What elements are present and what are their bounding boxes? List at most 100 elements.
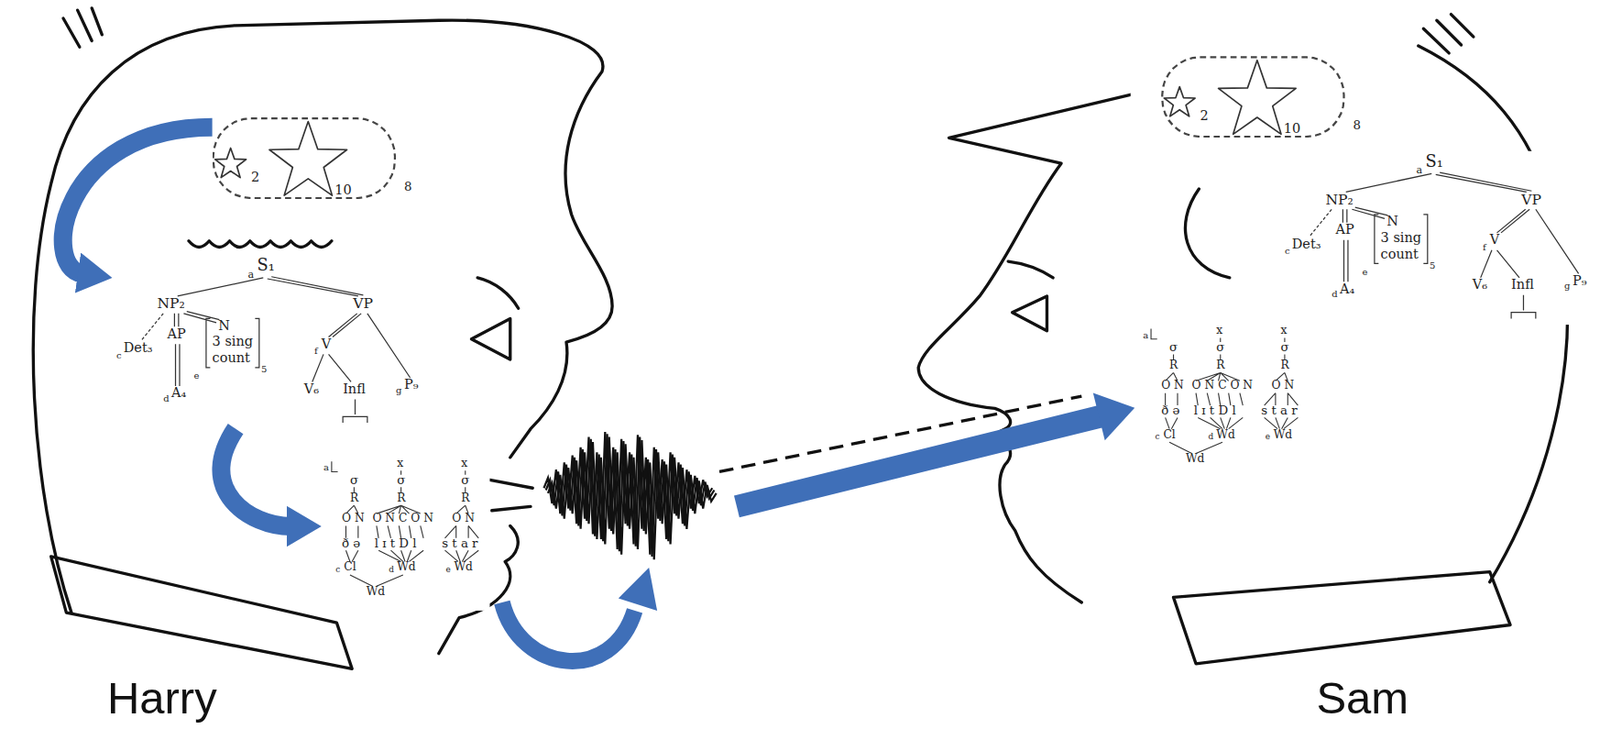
phonology-symbol: Cl bbox=[1162, 428, 1175, 440]
phonology-symbol: c bbox=[1155, 432, 1161, 441]
phonology-symbol: O N C O N bbox=[372, 512, 433, 524]
tree-label: e bbox=[194, 371, 200, 381]
phonology-symbol: R bbox=[460, 492, 470, 504]
tree-label: Infl bbox=[1511, 277, 1535, 291]
transmit-arrow bbox=[736, 416, 1103, 507]
tree-label: d bbox=[1331, 289, 1337, 299]
flow-arrow bbox=[63, 127, 213, 274]
phonology-symbol: σ bbox=[396, 473, 406, 486]
phonology-symbol: ð ə bbox=[1161, 404, 1180, 417]
sam-eyebrow bbox=[1008, 261, 1053, 278]
phonology-symbol: x bbox=[1280, 324, 1287, 336]
tree-label: f bbox=[314, 347, 318, 357]
sam-ear bbox=[1184, 188, 1229, 278]
tree-label: count bbox=[212, 350, 251, 364]
person-name: Harry bbox=[107, 675, 218, 721]
star-symbols bbox=[215, 121, 348, 197]
harry-head-outline bbox=[32, 20, 613, 613]
speak-arrow-head bbox=[618, 567, 658, 611]
tree-label: NP₂ bbox=[156, 295, 185, 311]
harry-hair-tuft bbox=[63, 8, 102, 47]
tree-label: f bbox=[1482, 242, 1487, 253]
phonology-symbol: d bbox=[1207, 432, 1214, 441]
phonology-symbol: O N C O N bbox=[1192, 379, 1253, 391]
sam-face-outline bbox=[918, 91, 1143, 603]
harry-ear bbox=[188, 241, 332, 248]
tree-label: 3 sing bbox=[212, 334, 253, 348]
index-number: 2 bbox=[1199, 109, 1208, 122]
phonology-symbol: l ɪ t D l bbox=[374, 536, 417, 549]
tree-label: AP bbox=[167, 326, 187, 340]
speak-arrow bbox=[502, 602, 636, 661]
phonology-symbol: x bbox=[460, 457, 468, 469]
phonology-symbol: R bbox=[396, 492, 406, 504]
index-number: 8 bbox=[404, 180, 413, 193]
tree-label: 5 bbox=[261, 365, 267, 375]
phonology-panel: axxσσσRRRO NO N C O NO Nð əl ɪ t D ls t … bbox=[1140, 324, 1310, 478]
syntax-tree-panel: aS₁NP₂VPcDet₃APdA₄eN3 singcount5fVV₆Infl… bbox=[111, 254, 428, 428]
phonology-symbol: s t a r bbox=[1260, 404, 1297, 417]
phonology-symbol: R bbox=[1216, 359, 1225, 371]
syntax-tree-lines bbox=[1309, 172, 1579, 318]
flow-arrow bbox=[220, 428, 291, 527]
phonology-symbol: e bbox=[446, 565, 451, 574]
tree-label: S₁ bbox=[1425, 153, 1444, 170]
star-symbols bbox=[1163, 60, 1296, 135]
tree-label: g bbox=[395, 385, 402, 395]
tree-label: a bbox=[248, 269, 255, 280]
harry-lip bbox=[489, 479, 533, 510]
phonology-symbol: x bbox=[1216, 324, 1223, 336]
phonology-symbol: Wd bbox=[396, 560, 416, 572]
tree-label: d bbox=[163, 394, 169, 404]
phonology-symbol: σ bbox=[1169, 340, 1178, 353]
tree-label: Det₃ bbox=[1292, 236, 1322, 250]
phonology-panel: axxσσσRRRO NO N C O NO Nð əl ɪ t D ls t … bbox=[321, 457, 491, 611]
tree-label: e bbox=[1362, 267, 1369, 277]
phonology-symbol: Wd bbox=[454, 560, 473, 572]
harry-eyebrow bbox=[477, 277, 519, 308]
sound-path-dashed bbox=[719, 395, 1082, 472]
phonology-symbol: Wd bbox=[1273, 428, 1293, 440]
sound-wave-line bbox=[544, 431, 713, 555]
tree-label: V bbox=[321, 336, 331, 350]
phonology-symbol: ð ə bbox=[341, 536, 361, 549]
sam-collar bbox=[1173, 571, 1511, 664]
index-number: 2 bbox=[251, 170, 260, 184]
harry-eye bbox=[471, 317, 510, 360]
phonology-symbol: Wd bbox=[1185, 452, 1205, 464]
phonology-symbol: σ bbox=[1280, 340, 1289, 353]
tree-label: Infl bbox=[342, 381, 366, 395]
phonology-symbol: O N bbox=[1271, 379, 1294, 391]
tree-label: VP bbox=[1521, 191, 1542, 207]
index-number: 8 bbox=[1353, 119, 1362, 132]
tree-label: g bbox=[1564, 281, 1570, 291]
phonology-symbol: Wd bbox=[366, 585, 385, 597]
tree-label: 5 bbox=[1429, 261, 1436, 271]
tree-label: 3 sing bbox=[1380, 230, 1422, 244]
phonology-symbol: c bbox=[335, 565, 340, 574]
index-number: 10 bbox=[334, 182, 351, 196]
tree-label: V₆ bbox=[304, 381, 319, 395]
concept-box: 2108 bbox=[1161, 55, 1345, 138]
tree-label: AP bbox=[1336, 222, 1355, 236]
tree-label: V bbox=[1490, 232, 1500, 246]
syntax-tree-lines bbox=[141, 276, 411, 423]
tree-label: A₄ bbox=[1339, 281, 1355, 295]
tree-label: NP₂ bbox=[1325, 191, 1353, 207]
phonology-lines bbox=[331, 460, 479, 586]
phonology-symbol: a bbox=[323, 463, 329, 473]
sound-wave bbox=[544, 431, 717, 559]
concept-panel-background bbox=[1130, 38, 1376, 149]
tree-label: A₄ bbox=[171, 385, 187, 399]
phonology-lines bbox=[1150, 328, 1298, 454]
transmit-arrow-head bbox=[1093, 392, 1135, 440]
tree-label: c bbox=[1284, 246, 1291, 256]
syntax-tree-panel: aS₁NP₂VPcDet₃APdA₄eN3 singcount5fVV₆Infl… bbox=[1280, 151, 1597, 325]
tree-label: P₉ bbox=[404, 377, 419, 391]
phonology-symbol: Wd bbox=[1216, 428, 1235, 440]
tree-label: S₁ bbox=[257, 257, 275, 274]
sam-eye bbox=[1012, 295, 1048, 331]
phonology-symbol: σ bbox=[1216, 340, 1225, 353]
tree-label: P₉ bbox=[1572, 273, 1588, 286]
concept-panel-background bbox=[178, 101, 419, 238]
